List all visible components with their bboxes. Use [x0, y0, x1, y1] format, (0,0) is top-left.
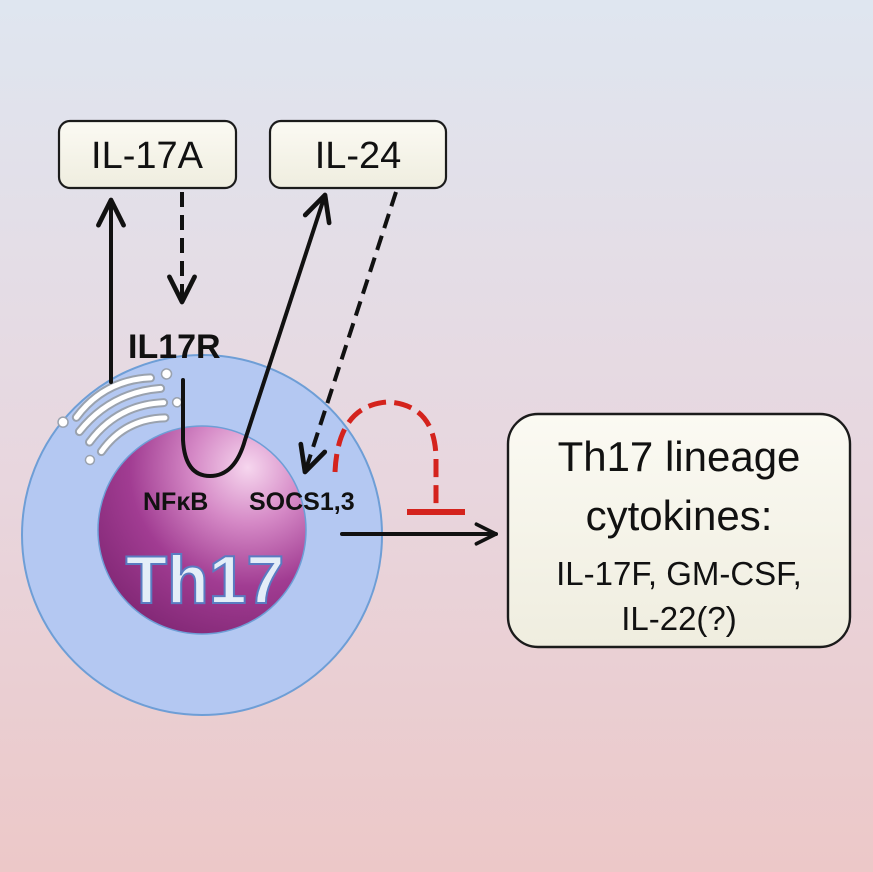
output-line-2: cytokines:: [586, 492, 773, 539]
th17-cell: [21, 354, 383, 716]
inhibition-symbol: [332, 399, 465, 515]
nucleus: [97, 425, 307, 635]
il17a-label: IL-17A: [91, 135, 204, 177]
il24-box: IL-24: [268, 119, 448, 190]
output-line-1: Th17 lineage: [558, 433, 801, 480]
nfkb-label: NFκB: [143, 488, 208, 516]
socs-label: SOCS1,3: [249, 488, 355, 516]
il17a-box: IL-17A: [57, 119, 238, 190]
output-line-4: IL-22(?): [621, 600, 737, 637]
lineage-cytokines-box: Th17 lineage cytokines: IL-17F, GM-CSF, …: [506, 412, 852, 649]
il24-signal-arrow: [298, 191, 398, 475]
il17r-label: IL17R: [128, 328, 221, 366]
il24-label: IL-24: [315, 135, 402, 177]
il24-induction-arrow: [181, 192, 332, 478]
golgi-icon: [57, 368, 183, 466]
output-line-3: IL-17F, GM-CSF,: [556, 555, 802, 592]
cell-label: Th17: [126, 542, 285, 618]
